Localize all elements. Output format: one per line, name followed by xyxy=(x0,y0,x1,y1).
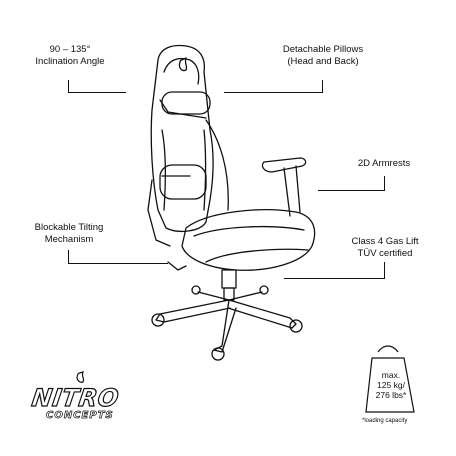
caster xyxy=(259,285,269,295)
leader-armrests-h xyxy=(318,190,384,192)
label-gaslift: Class 4 Gas Lift TÜV certified xyxy=(351,236,419,259)
seat xyxy=(181,209,316,271)
gas-lift xyxy=(221,269,237,289)
leader-pillows-v xyxy=(322,80,324,93)
nitro-concepts-logo: NITRO CONCEPTS xyxy=(28,370,138,424)
label-tilting: Blockable Tilting Mechanism xyxy=(34,222,104,245)
label-inclination: 90 – 135° Inclination Angle xyxy=(35,44,105,67)
leader-tilting-h xyxy=(68,263,168,265)
base-leg xyxy=(197,291,230,301)
head-pillow xyxy=(161,91,211,115)
armrest xyxy=(261,157,307,173)
caster xyxy=(289,319,303,333)
weight-icon xyxy=(365,345,415,413)
base-leg xyxy=(213,299,237,353)
flame-icon xyxy=(76,371,85,383)
base-leg xyxy=(155,299,231,323)
backrest-outline xyxy=(150,44,214,233)
base-leg xyxy=(228,291,263,301)
leader-gaslift-h xyxy=(284,278,384,280)
logo-word-concepts: CONCEPTS xyxy=(46,410,114,422)
leader-pillows-h xyxy=(224,92,322,94)
leader-armrests-v xyxy=(384,176,386,191)
leader-tilting-v xyxy=(68,250,70,264)
lumbar-pillow xyxy=(159,164,207,200)
caster xyxy=(151,313,165,327)
caster xyxy=(191,285,201,295)
label-armrests: 2D Armrests xyxy=(357,158,411,169)
leader-inclination-h xyxy=(68,92,126,94)
base-leg xyxy=(227,299,297,329)
tilt-lever xyxy=(167,261,187,271)
label-pillows: Detachable Pillows (Head and Back) xyxy=(282,44,364,67)
weight-capacity: max. 125 kg/ 276 lbs* xyxy=(375,370,407,400)
weight-footnote: *loading capacity xyxy=(362,418,408,424)
caster xyxy=(211,347,225,361)
logo-word-nitro: NITRO xyxy=(29,383,121,412)
leader-gaslift-v xyxy=(384,262,386,279)
leader-inclination-v xyxy=(68,80,70,93)
